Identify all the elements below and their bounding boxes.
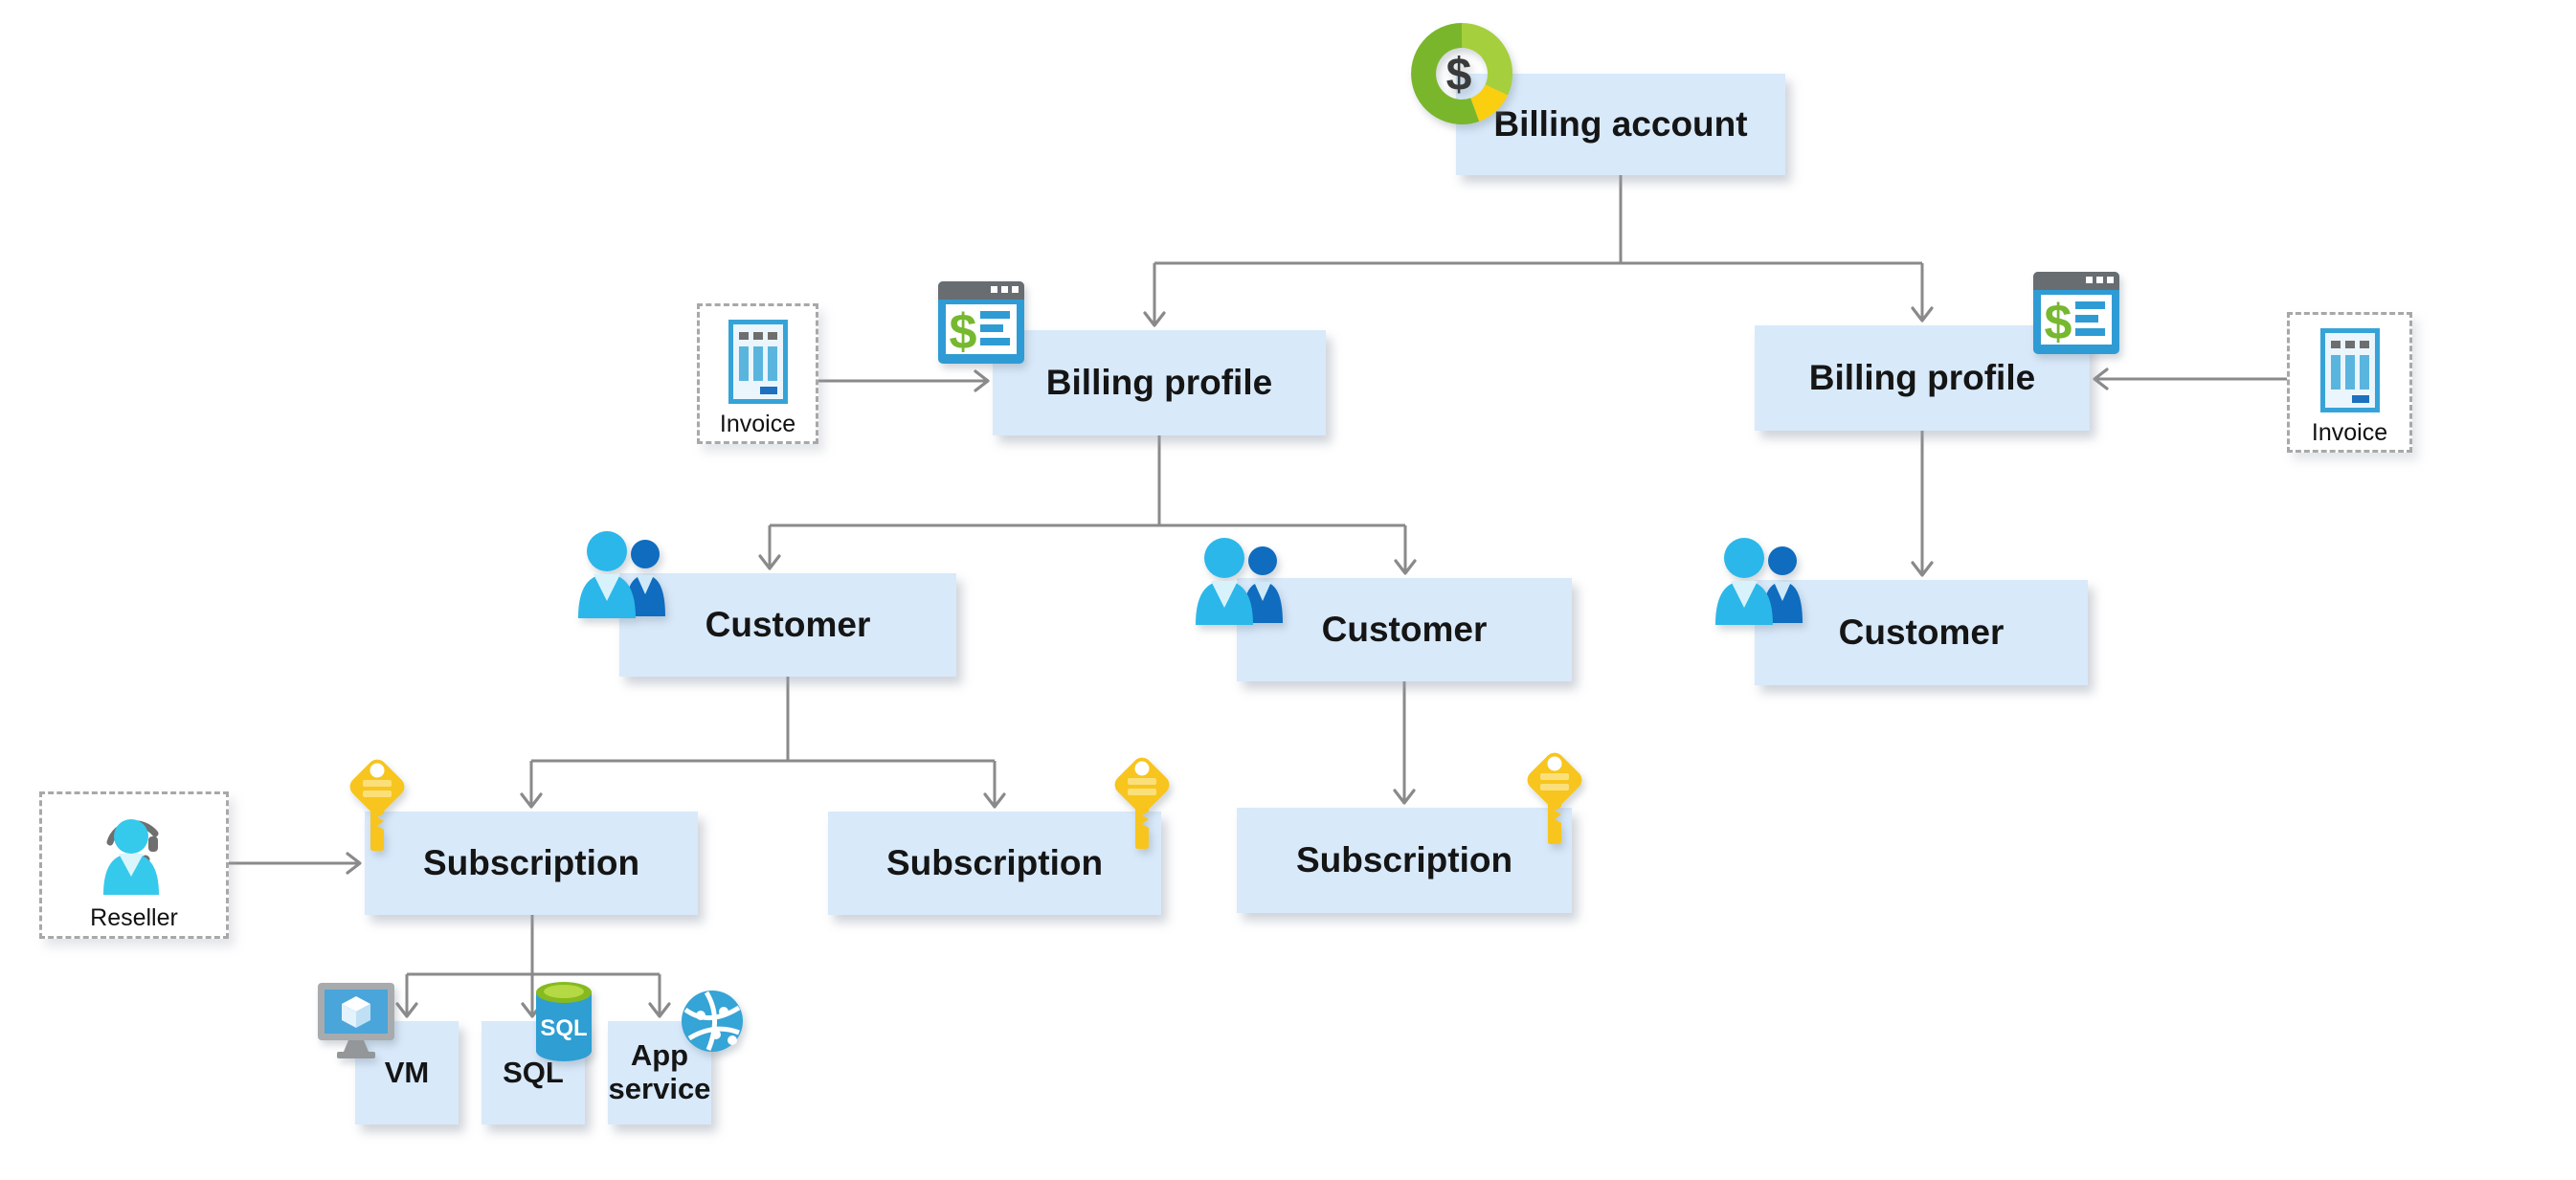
node-label: Subscription xyxy=(885,843,1104,882)
node-label: Billing account xyxy=(1493,104,1748,144)
dollar-glyph: $ xyxy=(1446,50,1472,100)
node-label: SQL xyxy=(503,1055,564,1089)
dollar-glyph: $ xyxy=(2045,295,2072,350)
connector-customer-left-split xyxy=(531,677,995,763)
vm-monitor-icon xyxy=(316,980,398,1064)
billing-window-icon: $ xyxy=(933,273,1029,368)
app-service-globe-icon xyxy=(680,983,745,1059)
node-customer-right: Customer xyxy=(1755,580,2088,685)
invoice-right-box: Invoice xyxy=(2287,312,2412,453)
invoice-right-label: Invoice xyxy=(2311,419,2388,446)
node-label: Subscription xyxy=(1295,840,1513,879)
node-customer-left: Customer xyxy=(619,573,956,677)
reseller-label: Reseller xyxy=(90,904,178,931)
people-icon xyxy=(1709,534,1809,625)
node-label: Customer xyxy=(705,605,871,644)
invoice-icon xyxy=(728,320,788,404)
node-subscription-middle: Subscription xyxy=(828,812,1161,915)
node-label: VM xyxy=(384,1055,430,1089)
support-person-icon xyxy=(91,802,177,898)
connector-account-split xyxy=(1154,175,1922,265)
billing-window-icon: $ xyxy=(2028,263,2124,359)
sql-database-icon: SQL xyxy=(532,978,595,1066)
key-icon xyxy=(1516,747,1593,848)
donut-chart-dollar-icon: $ xyxy=(1411,23,1512,124)
node-customer-middle: Customer xyxy=(1237,578,1572,681)
node-billing-account: Billing account xyxy=(1456,74,1785,175)
node-label: Customer xyxy=(1321,610,1488,649)
connector-subscription-split xyxy=(407,915,660,976)
node-subscription-left: Subscription xyxy=(365,812,698,915)
node-subscription-right: Subscription xyxy=(1237,808,1572,913)
sql-glyph: SQL xyxy=(540,1015,587,1041)
node-label: Billing profile xyxy=(1808,358,2036,397)
key-icon xyxy=(1104,752,1180,853)
node-billing-profile-left: Billing profile xyxy=(993,330,1326,435)
connector-profile-left-split xyxy=(770,435,1405,527)
node-label: App service xyxy=(608,1038,711,1105)
people-icon xyxy=(571,527,672,618)
reseller-box: Reseller xyxy=(39,791,229,939)
people-icon xyxy=(1189,534,1289,625)
node-label: Customer xyxy=(1838,612,2005,652)
invoice-left-box: Invoice xyxy=(697,303,818,444)
node-label: Billing profile xyxy=(1045,363,1273,402)
key-icon xyxy=(339,754,415,855)
invoice-icon xyxy=(2319,328,2380,412)
node-label: Subscription xyxy=(422,843,640,882)
invoice-left-label: Invoice xyxy=(719,411,796,437)
dollar-glyph: $ xyxy=(950,304,977,360)
